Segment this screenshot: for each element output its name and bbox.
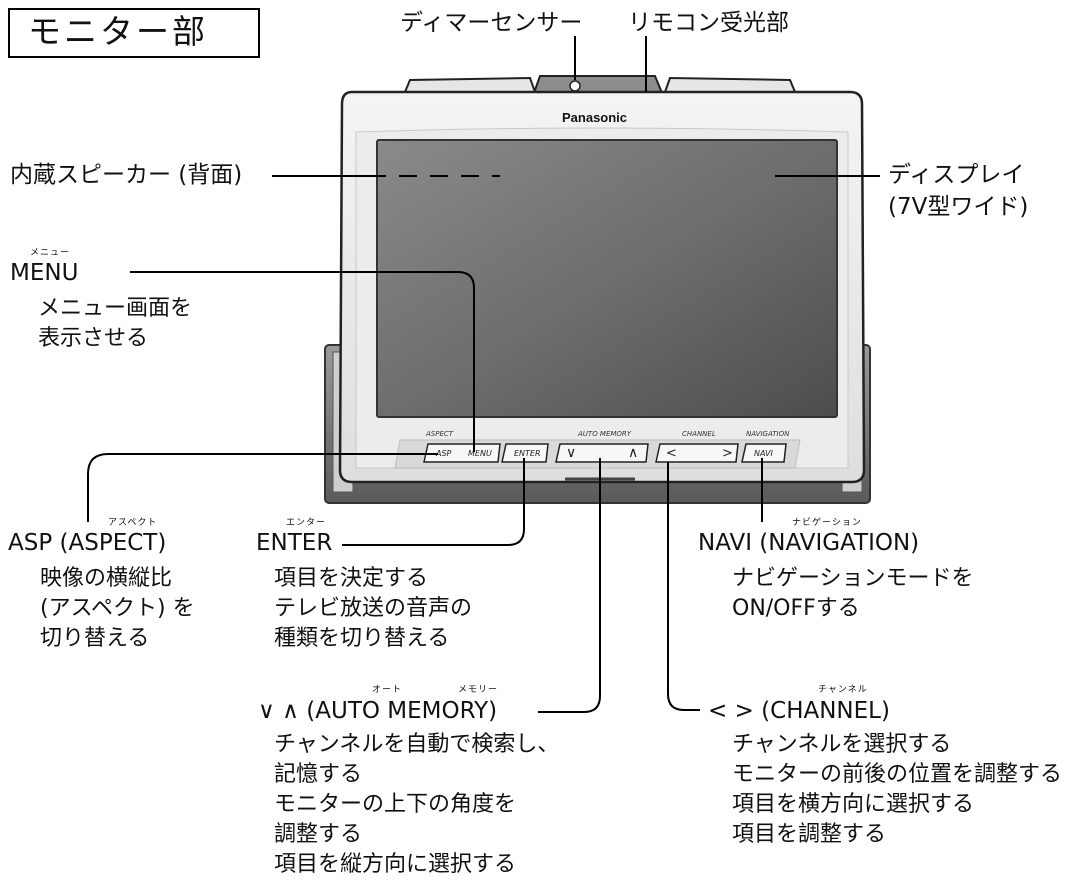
- menu-desc-2: 表示させる: [38, 326, 149, 351]
- asp-ruby: アスペクト: [108, 518, 158, 528]
- channel-right-button[interactable]: >: [722, 446, 733, 461]
- channel-desc-2: モニターの前後の位置を調整する: [732, 762, 1063, 787]
- auto-memory-desc-4: 調整する: [274, 822, 363, 847]
- remote-receiver-label: リモコン受光部: [628, 10, 789, 36]
- channel-desc-3: 項目を横方向に選択する: [732, 792, 975, 817]
- caption-auto-memory: AUTO MEMORY: [578, 430, 632, 438]
- down-button[interactable]: ∨: [566, 445, 577, 461]
- navi-desc-2: ON/OFFする: [732, 596, 860, 621]
- speaker-label: 内蔵スピーカー (背面): [10, 162, 243, 188]
- caption-navigation: NAVIGATION: [746, 430, 790, 438]
- navi-button-frame: [741, 443, 787, 463]
- page-title: モニター部: [28, 12, 208, 51]
- channel-label: < > (CHANNEL): [708, 698, 890, 724]
- asp-desc-2: (アスペクト) を: [40, 596, 195, 621]
- up-button[interactable]: ∧: [628, 445, 639, 461]
- enter-button[interactable]: ENTER: [514, 449, 541, 458]
- auto-memory-label: ∨ ∧ (AUTO MEMORY): [258, 698, 498, 724]
- channel-desc-1: チャンネルを選択する: [732, 732, 952, 757]
- caption-channel: CHANNEL: [682, 430, 716, 438]
- enter-desc-1: 項目を決定する: [274, 566, 429, 591]
- navi-desc-1: ナビゲーションモードを: [732, 566, 974, 591]
- auto-ruby: オート: [372, 685, 403, 695]
- asp-button[interactable]: ASP: [436, 449, 452, 458]
- auto-memory-desc-5: 項目を縦方向に選択する: [274, 852, 517, 877]
- auto-memory-desc-1: チャンネルを自動で検索し、: [274, 732, 560, 757]
- channel-button-frame: [655, 443, 739, 463]
- navi-label: NAVI (NAVIGATION): [698, 530, 920, 556]
- menu-ruby: メニュー: [30, 248, 71, 258]
- dimmer-sensor-label: ディマーセンサー: [400, 10, 583, 36]
- asp-menu-button-frame: [423, 443, 501, 463]
- display-label-line1: ディスプレイ: [888, 162, 1025, 188]
- enter-button-frame: [501, 443, 549, 463]
- menu-desc-1: メニュー画面を: [38, 296, 193, 321]
- menu-button[interactable]: MENU: [468, 449, 492, 458]
- enter-desc-2: テレビ放送の音声の: [274, 596, 473, 621]
- asp-desc-3: 切り替える: [40, 626, 150, 651]
- navi-button[interactable]: NAVI: [754, 449, 773, 458]
- brand-logo: Panasonic: [562, 110, 628, 125]
- channel-desc-4: 項目を調整する: [732, 822, 887, 847]
- auto-memory-desc-2: 記憶する: [274, 762, 363, 787]
- caption-aspect: ASPECT: [426, 430, 454, 438]
- channel-left-button[interactable]: <: [666, 446, 677, 461]
- enter-label: ENTER: [256, 530, 333, 556]
- auto-memory-button-frame: [555, 443, 649, 463]
- asp-label: ASP (ASPECT): [8, 530, 167, 556]
- display-screen: [376, 139, 838, 418]
- asp-desc-1: 映像の横縦比: [40, 566, 173, 591]
- enter-ruby: エンター: [286, 518, 327, 528]
- enter-desc-3: 種類を切り替える: [274, 626, 450, 651]
- display-label-line2: (7V型ワイド): [888, 194, 1029, 220]
- menu-label: MENU: [10, 260, 79, 286]
- navi-ruby: ナビゲーション: [792, 518, 862, 528]
- title-box: [8, 8, 260, 58]
- auto-memory-desc-3: モニターの上下の角度を: [274, 792, 517, 817]
- memory-ruby: メモリー: [458, 685, 499, 695]
- channel-ruby: チャンネル: [818, 685, 868, 695]
